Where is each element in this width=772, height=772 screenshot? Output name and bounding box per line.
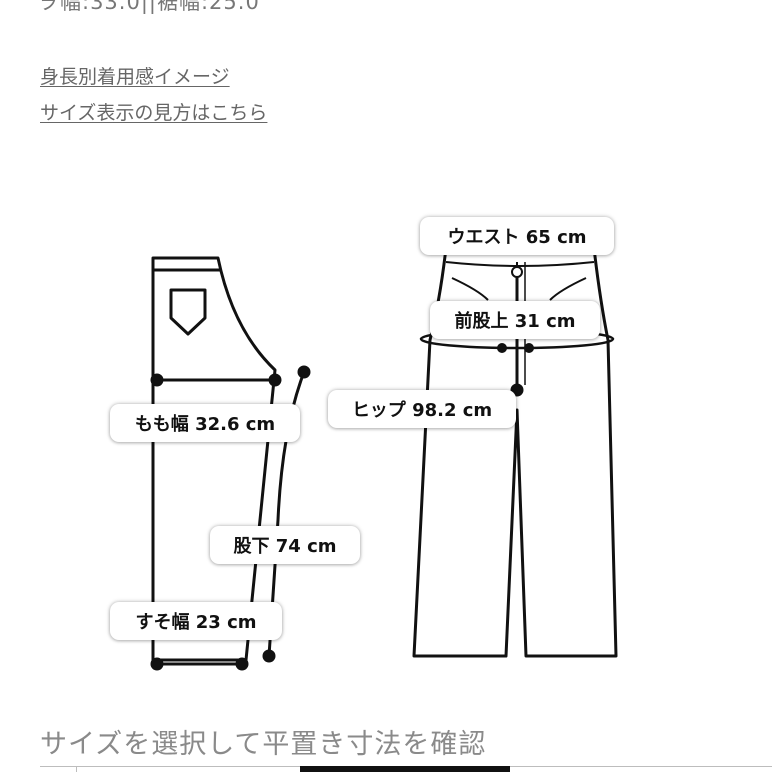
divider-tick [76,766,77,772]
size-tab-selected[interactable] [300,766,510,772]
front-rise-label: 前股上 31 cm [430,301,600,339]
size-guide-link[interactable]: サイズ表示の見方はこちら [40,102,268,124]
waist-label: ウエスト 65 cm [420,217,614,255]
height-fit-image-link[interactable]: 身長別着用感イメージ [40,66,230,88]
thigh-width-label: もも幅 32.6 cm [110,404,300,442]
side-view-pants [151,256,277,662]
hip-right-point [524,343,534,353]
partial-measurement-text: ヲ幅:33.0||裾幅:25.0 [38,0,260,14]
hip-left-point [497,343,507,353]
hip-label: ヒップ 98.2 cm [328,390,516,428]
thigh-measure-line [150,373,282,387]
inseam-label: 股下 74 cm [210,526,360,564]
hem-measure-line [150,657,249,671]
hem-width-label: すそ幅 23 cm [110,602,282,640]
size-select-heading: サイズを選択して平置き寸法を確認 [40,729,487,760]
